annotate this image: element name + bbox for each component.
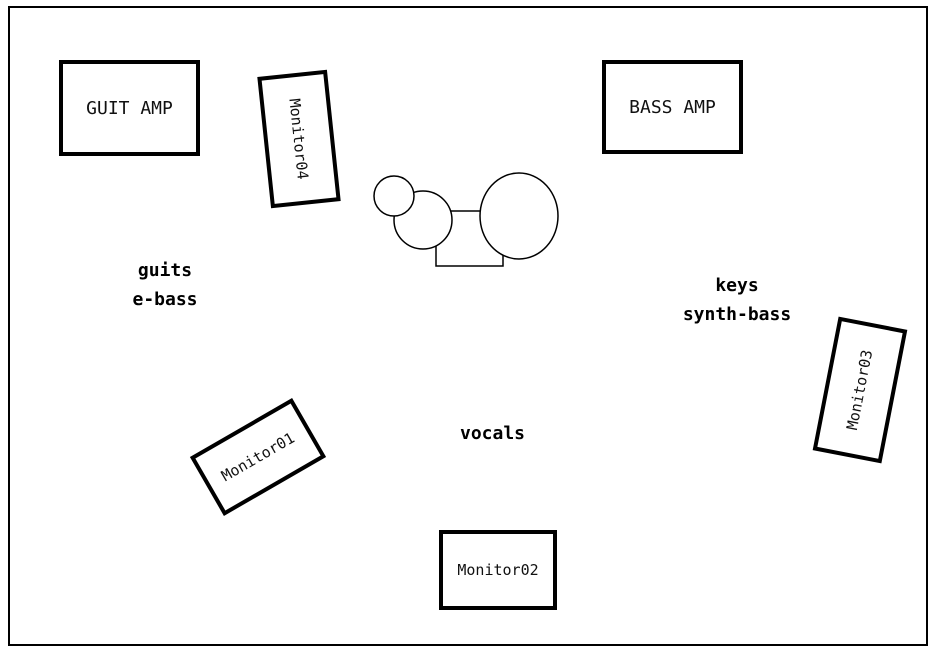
guitar-amp-label: GUIT AMP [86, 97, 173, 119]
bass-amp-label: BASS AMP [629, 96, 716, 118]
monitor-02: Monitor02 [439, 530, 557, 610]
zone-keys-line1: keys [715, 275, 759, 296]
zone-vocals: vocals [440, 419, 545, 448]
kick-drum [479, 172, 559, 260]
rack-tom [373, 175, 415, 217]
zone-keys-line2: synth-bass [682, 304, 792, 325]
monitor-02-label: Monitor02 [457, 561, 539, 579]
zone-guitars: guits e-bass [100, 256, 230, 314]
zone-guitars-line1: guits [137, 260, 193, 281]
zone-guitars-line2: e-bass [132, 289, 198, 310]
guitar-amp: GUIT AMP [59, 60, 200, 156]
bass-amp: BASS AMP [602, 60, 743, 154]
zone-keys: keys synth-bass [662, 271, 812, 329]
zone-vocals-label: vocals [459, 423, 526, 444]
